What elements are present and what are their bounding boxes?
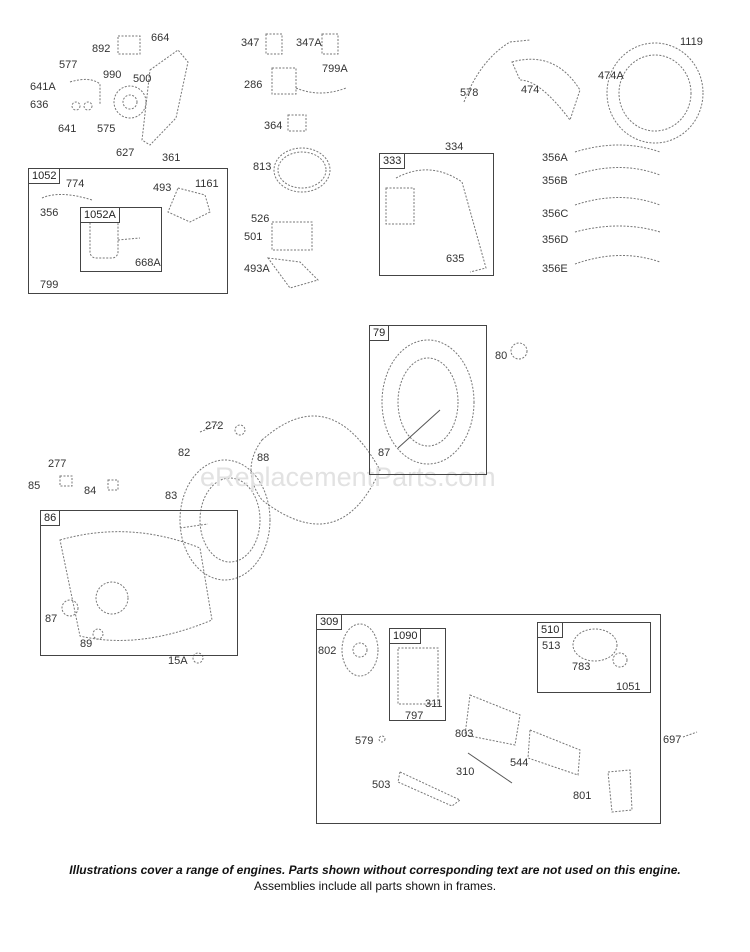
part-number-label: 641: [58, 123, 77, 135]
assembly-frame: 1052: [28, 168, 228, 294]
part-number-label: 474A: [598, 70, 624, 82]
part-number-label: 272: [205, 420, 224, 432]
part-number-label: 347A: [296, 37, 322, 49]
part-number-label: 575: [97, 123, 116, 135]
part-number-label: 526: [251, 213, 270, 225]
part-number-label: 493: [153, 182, 172, 194]
part-number-label: 578: [460, 87, 479, 99]
part-number-label: 356: [40, 207, 59, 219]
assembly-frame-tag: 1090: [389, 628, 422, 644]
part-number-label: 356C: [542, 208, 569, 220]
part-number-label: 88: [257, 452, 270, 464]
part-number-label: 635: [446, 253, 465, 265]
part-number-label: 513: [542, 640, 561, 652]
part-number-label: 503: [372, 779, 391, 791]
part-number-label: 361: [162, 152, 181, 164]
part-number-label: 356D: [542, 234, 569, 246]
part-number-label: 799A: [322, 63, 348, 75]
cover-86: [59, 531, 213, 664]
assembly-frame-tag: 333: [379, 153, 406, 169]
assembly-frame-tag: 86: [40, 510, 61, 526]
part-number-label: 356E: [542, 263, 568, 275]
part-number-label: 286: [244, 79, 263, 91]
assembly-frame: 1090: [389, 628, 446, 721]
part-number-label: 334: [445, 141, 464, 153]
regulator-parts: [265, 33, 347, 289]
part-number-label: 501: [244, 231, 263, 243]
assembly-frame-tag: 309: [316, 614, 343, 630]
assembly-frame: 1052A: [80, 207, 162, 272]
part-number-label: 799: [40, 279, 59, 291]
part-number-label: 356A: [542, 152, 568, 164]
part-number-label: 347: [241, 37, 260, 49]
part-number-label: 83: [165, 490, 178, 502]
part-number-label: 82: [178, 447, 191, 459]
part-number-label: 892: [92, 43, 111, 55]
part-number-label: 87: [45, 613, 58, 625]
part-number-label: 15A: [168, 655, 188, 667]
starter-motor-309: [341, 623, 698, 813]
part-number-label: 813: [253, 161, 272, 173]
part-number-label: 990: [103, 69, 122, 81]
part-number-label: 783: [572, 661, 591, 673]
part-number-label: 1051: [616, 681, 641, 693]
wire-356: [41, 194, 93, 201]
part-number-label: 84: [84, 485, 97, 497]
part-number-label: 356B: [542, 175, 568, 187]
assembly-frame-tag: 1052A: [80, 207, 120, 223]
assembly-frame: 333: [379, 153, 494, 276]
part-number-label: 544: [510, 757, 529, 769]
part-number-label: 636: [30, 99, 49, 111]
part-number-label: 802: [318, 645, 337, 657]
part-number-label: 668A: [135, 257, 161, 269]
part-number-label: 664: [151, 32, 170, 44]
part-number-label: 311: [425, 698, 443, 710]
assembly-frame: 79: [369, 325, 487, 475]
alternator-stators: [463, 39, 704, 265]
assembly-frame: 309: [316, 614, 661, 824]
part-number-label: 1161: [195, 178, 219, 190]
part-number-label: 1119: [680, 36, 703, 48]
part-number-label: 500: [133, 73, 152, 85]
part-number-label: 80: [495, 350, 508, 362]
wiring-333: [385, 169, 487, 273]
part-number-label: 641A: [30, 81, 56, 93]
part-number-label: 89: [80, 638, 93, 650]
part-number-label: 803: [455, 728, 474, 740]
starter-solenoid-part: [69, 35, 189, 146]
part-number-label: 577: [59, 59, 78, 71]
part-number-label: 801: [573, 790, 592, 802]
assembly-frame: 510: [537, 622, 651, 693]
part-number-label: 627: [116, 147, 135, 159]
part-number-label: 474: [521, 84, 540, 96]
part-number-label: 579: [355, 735, 374, 747]
gasket-88: [250, 415, 381, 525]
crankcase-cover-79: [381, 339, 528, 465]
assembly-frame-tag: 510: [537, 622, 564, 638]
assembly-frame-tag: 79: [369, 325, 390, 341]
footer-assemblies: Assemblies include all parts shown in fr…: [253, 879, 497, 893]
part-number-label: 697: [663, 734, 682, 746]
assembly-frame-tag: 1052: [28, 168, 61, 184]
part-number-label: 85: [28, 480, 41, 492]
watermark: eReplacementParts.com: [200, 462, 496, 492]
bracket-493: [167, 187, 211, 223]
flywheel-83: [59, 423, 271, 581]
part-number-label: 277: [48, 458, 67, 470]
part-number-label: 493A: [244, 263, 270, 275]
assembly-frame: 86: [40, 510, 238, 656]
part-number-label: 364: [264, 120, 283, 132]
part-number-label: 310: [456, 766, 475, 778]
part-number-label: 797: [405, 710, 424, 722]
part-number-label: 774: [66, 178, 85, 190]
footer-note: Illustrations cover a range of engines. …: [69, 863, 681, 877]
part-number-label: 87: [378, 447, 391, 459]
